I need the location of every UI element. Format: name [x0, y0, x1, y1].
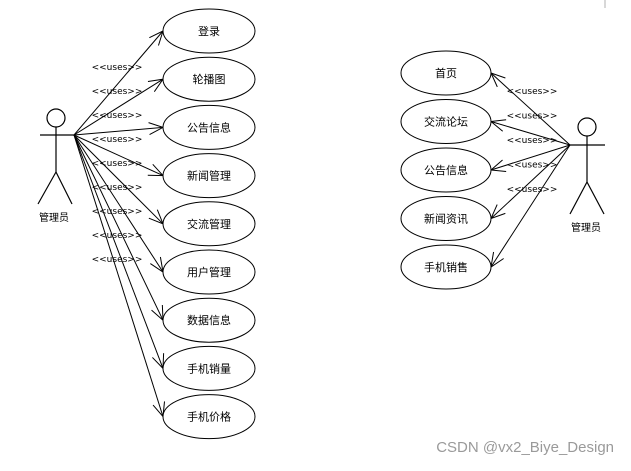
right_diagram-uses-label: <<uses>>	[507, 87, 558, 97]
left_diagram-use-case-label: 用户管理	[187, 265, 231, 279]
left_diagram-uses-label: <<uses>>	[92, 135, 143, 145]
left_diagram-association-line	[73, 126, 164, 136]
left-uses-labels: <<uses>> <<uses>> <<uses>> <<uses>> <<uses>>…	[92, 63, 143, 265]
right_diagram-use-case-label: 交流论坛	[424, 115, 468, 129]
right_diagram-association-line	[490, 121, 571, 146]
left_diagram-use-case-ellipse	[162, 297, 256, 343]
left_diagram-use-case-label: 手机价格	[187, 410, 231, 424]
left_diagram-association-line	[73, 134, 164, 225]
left_diagram-association-line	[73, 134, 164, 273]
left_diagram-uses-label: <<uses>>	[92, 183, 143, 193]
left-actor	[37, 108, 74, 205]
right_diagram-use-case-ellipse	[400, 244, 492, 290]
left_diagram-use-case-ellipse	[162, 153, 256, 199]
left_diagram-use-case-label: 交流管理	[187, 217, 231, 231]
left_diagram-uses-label: <<uses>>	[92, 63, 143, 73]
left_diagram-association-line	[73, 78, 164, 136]
right_diagram-association-line	[490, 144, 571, 268]
right_diagram-use-case-ellipse	[400, 196, 492, 241]
left_diagram-use-case-label: 公告信息	[187, 120, 231, 134]
left_diagram-use-case-label: 新闻管理	[187, 169, 231, 183]
left_diagram-use-case-ellipse	[162, 249, 256, 295]
left_diagram-use-case-label: 登录	[198, 24, 220, 38]
right_diagram-association-line	[490, 144, 571, 171]
right_diagram-use-case-label: 手机销售	[424, 260, 468, 274]
right-actor	[569, 117, 605, 215]
right_diagram-use-case-label: 首页	[435, 66, 457, 80]
left_diagram-use-case-ellipse	[162, 104, 256, 150]
right_diagram-association-line	[490, 72, 571, 146]
right-associations	[489, 72, 571, 269]
left_diagram-uses-label: <<uses>>	[92, 231, 143, 241]
right-uses-labels: <<uses>> <<uses>> <<uses>> <<uses>> <<uses>>	[507, 87, 558, 195]
right_diagram-use-case-label: 公告信息	[424, 163, 468, 177]
right_diagram-uses-label: <<uses>>	[507, 136, 558, 146]
right_diagram-uses-label: <<uses>>	[507, 112, 558, 122]
left_diagram-association-line	[73, 134, 164, 177]
right-actor-left-leg	[569, 181, 588, 215]
right_diagram-use-case-ellipse	[400, 50, 492, 96]
left-actor-label: 管理员	[39, 211, 69, 224]
right-actor-right-leg	[586, 181, 605, 215]
right_diagram-association-line	[490, 144, 571, 219]
left_diagram-use-case-ellipse	[162, 345, 256, 391]
right_diagram-uses-label: <<uses>>	[507, 161, 558, 171]
left_diagram-use-case-label: 轮播图	[193, 72, 226, 86]
right_diagram-use-case-ellipse	[400, 99, 492, 144]
right_diagram-uses-label: <<uses>>	[507, 185, 558, 195]
left_diagram-uses-label: <<uses>>	[92, 255, 143, 265]
left_diagram-use-case-ellipse	[162, 394, 256, 440]
right-actor-label: 管理员	[571, 221, 601, 234]
left_diagram-uses-label: <<uses>>	[92, 159, 143, 169]
left-actor-left-leg	[37, 171, 57, 205]
left_diagram-association-line	[73, 134, 164, 417]
left_diagram-use-case-ellipse	[162, 8, 256, 54]
left_diagram-use-case-ellipse	[162, 56, 256, 102]
right_diagram-use-case-label: 新闻资讯	[424, 212, 468, 226]
left_diagram-use-case-ellipse	[162, 201, 256, 247]
watermark-text: CSDN @vx2_Biye_Design	[436, 439, 614, 456]
left_diagram-association-line	[73, 134, 164, 321]
left-actor-right-leg	[55, 171, 73, 205]
left-actor-head	[46, 108, 66, 128]
right-actor-head	[577, 117, 597, 137]
right_diagram-use-case-ellipse	[400, 147, 492, 193]
left_diagram-association-line	[73, 30, 164, 136]
left_diagram-use-case-label: 数据信息	[187, 313, 231, 327]
left_diagram-uses-label: <<uses>>	[92, 207, 143, 217]
left_diagram-association-line	[73, 134, 164, 369]
left_diagram-use-case-label: 手机销量	[187, 361, 231, 375]
left_diagram-uses-label: <<uses>>	[92, 111, 143, 121]
left_diagram-uses-label: <<uses>>	[92, 87, 143, 97]
